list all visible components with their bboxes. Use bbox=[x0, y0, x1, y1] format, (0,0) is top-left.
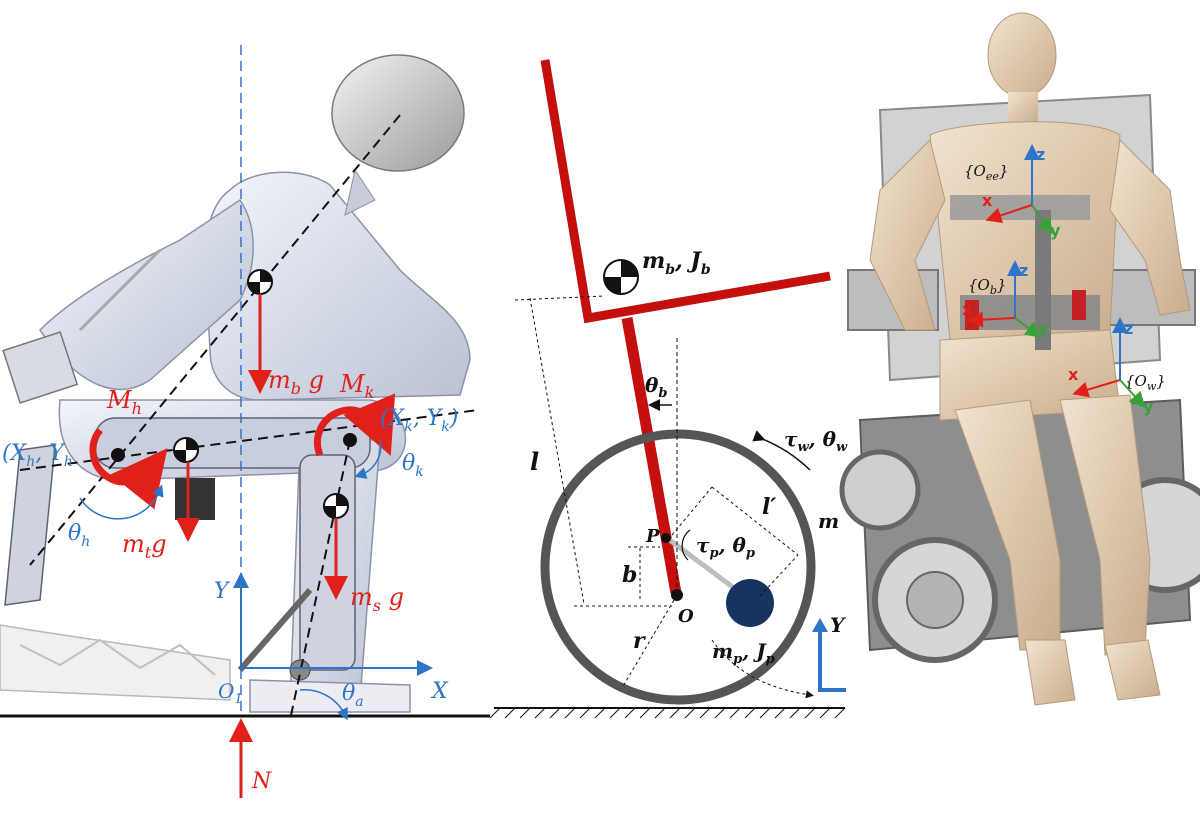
label-O-ee: {Oee} bbox=[964, 162, 1008, 183]
dim-l-line bbox=[529, 297, 585, 605]
harness-clip-right bbox=[1072, 290, 1086, 320]
dim-lprime-ext2 bbox=[759, 554, 799, 597]
label-mt-g: mtg bbox=[122, 530, 167, 562]
panel-wheel-model: mb, Jb θb l l′ τw, θw τp, θp P O b r mp,… bbox=[489, 59, 848, 719]
body-frame bbox=[540, 59, 831, 324]
label-ee-x: x bbox=[982, 191, 993, 210]
wc-hub-left bbox=[906, 571, 964, 629]
frame-b-x bbox=[967, 311, 1016, 328]
tau-p-arc bbox=[681, 529, 691, 561]
label-m-partial: m bbox=[818, 509, 839, 533]
label-b-z: z bbox=[1019, 261, 1028, 280]
point-P bbox=[661, 533, 671, 543]
pendulum-mass bbox=[726, 579, 774, 627]
dim-r-line bbox=[621, 594, 678, 689]
frame-w-y bbox=[1119, 379, 1146, 408]
harness-chest bbox=[950, 195, 1090, 220]
com-mb-icon bbox=[603, 259, 639, 295]
panel-wheelchair: {Oee} z x y {Ob} z x y {Ow} z x y bbox=[839, 12, 1200, 706]
label-mp-Jp: mp, Jp bbox=[712, 639, 775, 667]
panel-exoskeleton: mb g Mh Mk (Xh, Yh (Xk, Yk) θh θk θa mtg… bbox=[0, 45, 490, 798]
label-Xh-Yh: (Xh, Yh bbox=[2, 441, 73, 470]
label-Mh: Mh bbox=[106, 386, 142, 418]
mp-guide bbox=[711, 639, 814, 699]
tau-w-arc bbox=[752, 430, 811, 471]
frame-b-y bbox=[1014, 317, 1042, 338]
label-ee-z: z bbox=[1036, 145, 1045, 164]
label-axis-X: X bbox=[430, 679, 449, 704]
y-axis-arrowhead bbox=[812, 618, 828, 632]
label-ms-g: ms g bbox=[350, 583, 404, 615]
frame-w-x bbox=[1072, 379, 1121, 398]
label-tau-w: τw, θw bbox=[784, 427, 848, 455]
y-axis-corner bbox=[818, 630, 846, 692]
label-Y-axis: Y bbox=[830, 613, 846, 637]
label-theta-b: θb bbox=[645, 373, 667, 401]
mannequin-figure bbox=[869, 12, 1191, 706]
label-b-y: y bbox=[1038, 319, 1049, 338]
label-tau-p: τp, θp bbox=[696, 533, 755, 561]
hip-joint bbox=[111, 448, 125, 462]
label-P: P bbox=[645, 526, 660, 547]
com-body-icon bbox=[247, 269, 273, 295]
moment-hip-arc bbox=[89, 427, 168, 510]
moment-knee-arc bbox=[314, 393, 396, 457]
label-b-x: x bbox=[962, 300, 973, 319]
frame-ee-y bbox=[1031, 204, 1053, 235]
knee-joint bbox=[343, 433, 357, 447]
wc-wheel-rear-left bbox=[839, 449, 921, 531]
frame-ee-x bbox=[985, 204, 1033, 224]
body-rod bbox=[621, 317, 682, 594]
label-l-prime: l′ bbox=[762, 494, 776, 520]
label-theta-a: θa bbox=[342, 681, 364, 710]
trunk-line bbox=[29, 114, 401, 566]
wheel bbox=[540, 429, 816, 705]
label-theta-h: θh bbox=[68, 521, 90, 550]
label-O: O bbox=[678, 606, 694, 627]
label-ee-y: y bbox=[1050, 221, 1061, 240]
theta-k-arc bbox=[354, 439, 382, 479]
com-thigh-icon bbox=[173, 437, 199, 463]
label-O-b: {Ob} bbox=[968, 276, 1006, 297]
label-O-w: {Ow} bbox=[1125, 372, 1166, 393]
thigh-line bbox=[19, 409, 479, 471]
label-Mk: Mk bbox=[339, 370, 374, 402]
label-mb-g: mb g bbox=[268, 366, 324, 398]
label-axis-Y: Y bbox=[214, 579, 231, 604]
label-b: b bbox=[622, 562, 637, 588]
dim-lprime-line bbox=[711, 486, 799, 556]
label-origin-O1: O1 bbox=[218, 679, 243, 707]
label-w-z: z bbox=[1124, 319, 1133, 338]
exo-mannequin bbox=[0, 54, 471, 713]
ground-hatch bbox=[489, 707, 846, 719]
com-shank-icon bbox=[323, 493, 349, 519]
label-mb-Jb: mb, Jb bbox=[642, 248, 711, 278]
label-w-x: x bbox=[1068, 365, 1079, 384]
dim-l-top-ext bbox=[514, 295, 606, 301]
harness-rod bbox=[1035, 210, 1051, 350]
dim-lprime-ext1 bbox=[671, 486, 713, 536]
label-Xk-Yk: (Xk, Yk) bbox=[380, 406, 458, 435]
theta-h-arc bbox=[79, 484, 164, 520]
label-l: l bbox=[530, 447, 539, 476]
label-w-y: y bbox=[1143, 397, 1154, 416]
label-r: r bbox=[633, 628, 646, 654]
label-normal-N: N bbox=[251, 769, 272, 794]
theta-a-arc bbox=[299, 689, 348, 721]
label-theta-k: θk bbox=[402, 451, 424, 480]
